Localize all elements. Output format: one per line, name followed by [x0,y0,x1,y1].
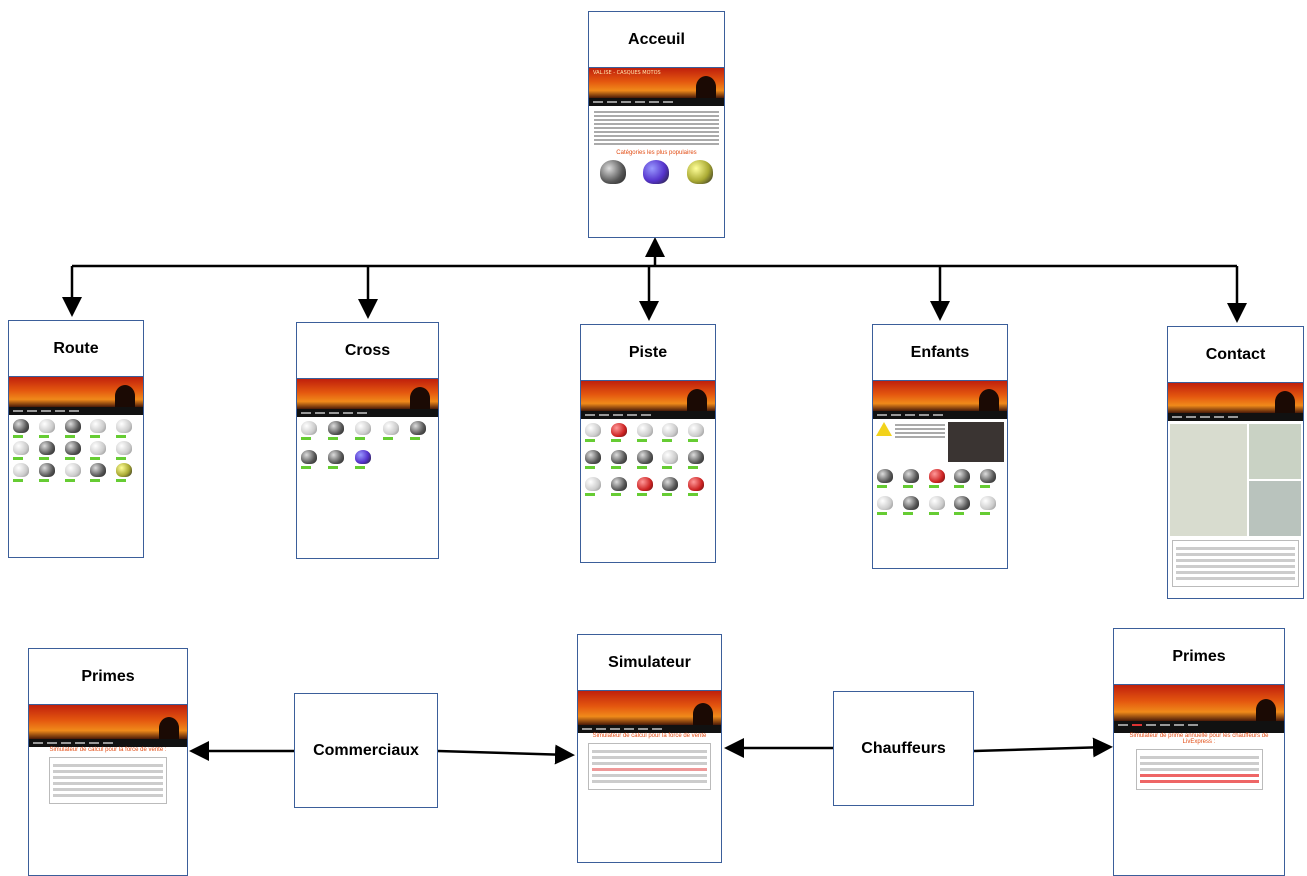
label-commerciaux: Commerciaux [294,693,438,808]
node-primes-chauffeurs: Primes Simulateur de prime annuelle pour… [1113,628,1285,876]
node-title: Primes [29,649,187,705]
product-grid [581,419,715,500]
featured-caption: Catégories les plus populaires [616,150,697,156]
site-menu [578,725,721,733]
product-grid [873,465,1007,519]
site-menu [873,411,1007,419]
screenshot-enfants [873,381,1007,568]
site-menu [1168,413,1303,421]
site-banner [581,381,715,411]
connector-chauffeurs-primes [973,737,1113,758]
product-grid [9,415,143,486]
node-accueil: Acceuil VAL.ISE - CASQUES MOTOS Catégori… [588,11,725,238]
promo-block [873,419,1007,465]
site-banner [297,379,438,409]
screenshot-cross [297,379,438,558]
screenshot-simulateur: Simulateur de calcul pour la force de ve… [578,691,721,862]
node-title: Enfants [873,325,1007,381]
site-banner: VAL.ISE - CASQUES MOTOS [589,68,724,98]
warning-icon [876,422,892,436]
screenshot-accueil: VAL.ISE - CASQUES MOTOS Catégories les p… [589,68,724,237]
product-grid [297,417,438,473]
node-title: Primes [1114,629,1284,685]
label-chauffeurs: Chauffeurs [833,691,974,806]
simulator-form [588,743,711,790]
node-enfants: Enfants [872,324,1008,569]
site-menu [581,411,715,419]
site-banner [9,377,143,407]
featured-helmets [589,156,724,188]
simulator-caption: Simulateur de calcul pour la force de ve… [49,747,167,753]
site-banner [1114,685,1284,721]
site-menu [297,409,438,417]
node-title: Acceuil [589,12,724,68]
node-title: Contact [1168,327,1303,383]
screenshot-contact [1168,383,1303,598]
map-france [1170,424,1248,536]
screenshot-route [9,377,143,557]
simulator-form [48,757,168,804]
site-menu [9,407,143,415]
contact-form [1172,540,1299,587]
site-banner [29,705,187,739]
site-menu [589,98,724,106]
screenshot-primes-commerciaux: Simulateur de calcul pour la force de ve… [29,705,187,875]
node-piste: Piste [580,324,716,563]
connector-commerciaux-simulateur [437,744,575,765]
site-menu [1114,721,1284,733]
screenshot-primes-chauffeurs: Simulateur de prime annuelle pour les ch… [1114,685,1284,875]
site-menu [29,739,187,747]
screenshot-piste [581,381,715,562]
simulator-caption: Simulateur de prime annuelle pour les ch… [1129,733,1269,745]
node-simulateur: Simulateur Simulateur de calcul pour la … [577,634,722,863]
map-block [1170,424,1301,536]
node-title: Cross [297,323,438,379]
node-title: Simulateur [578,635,721,691]
simulator-caption: Simulateur de calcul pour la force de ve… [592,733,707,739]
node-contact: Contact [1167,326,1304,599]
site-banner [1168,383,1303,413]
node-title: Route [9,321,143,377]
site-banner [873,381,1007,411]
node-title: Piste [581,325,715,381]
node-primes-commerciaux: Primes Simulateur de calcul pour la forc… [28,648,188,876]
simulator-form [1135,749,1263,790]
node-cross: Cross [296,322,439,559]
site-banner [578,691,721,725]
site-brand: VAL.ISE - CASQUES MOTOS [593,70,661,76]
node-route: Route [8,320,144,558]
body-text [589,106,724,150]
